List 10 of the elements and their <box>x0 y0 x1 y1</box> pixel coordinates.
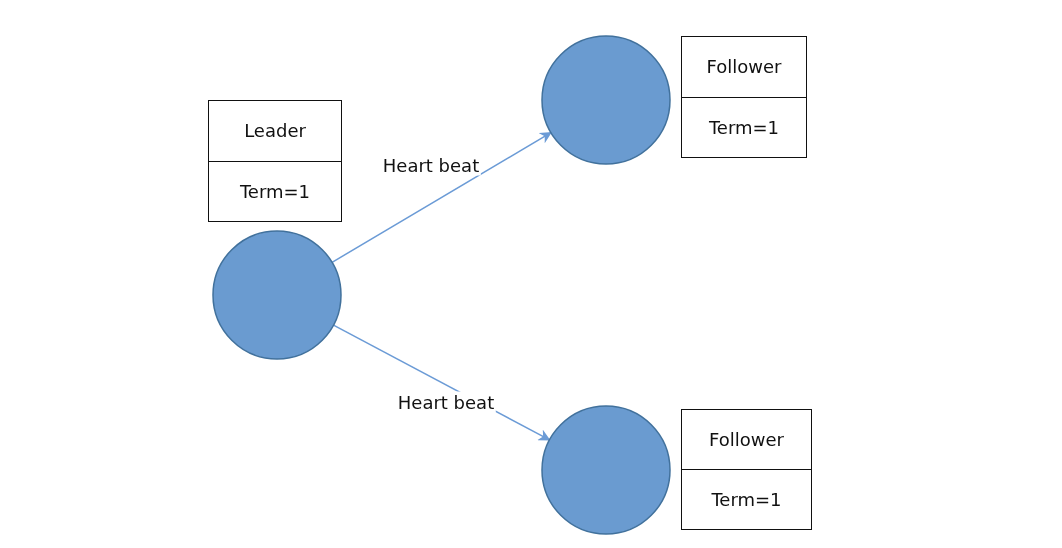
status-box <box>681 36 807 158</box>
status-box <box>208 100 342 222</box>
term-label: Term=1 <box>682 469 811 529</box>
arrow <box>331 131 552 264</box>
status-box <box>681 409 812 530</box>
term-label: Term=1 <box>209 160 341 221</box>
role-label: Leader <box>243 119 307 144</box>
role-label: Follower <box>705 55 783 80</box>
role-label: Follower <box>708 428 785 452</box>
term-label: Term=1 <box>682 96 806 157</box>
